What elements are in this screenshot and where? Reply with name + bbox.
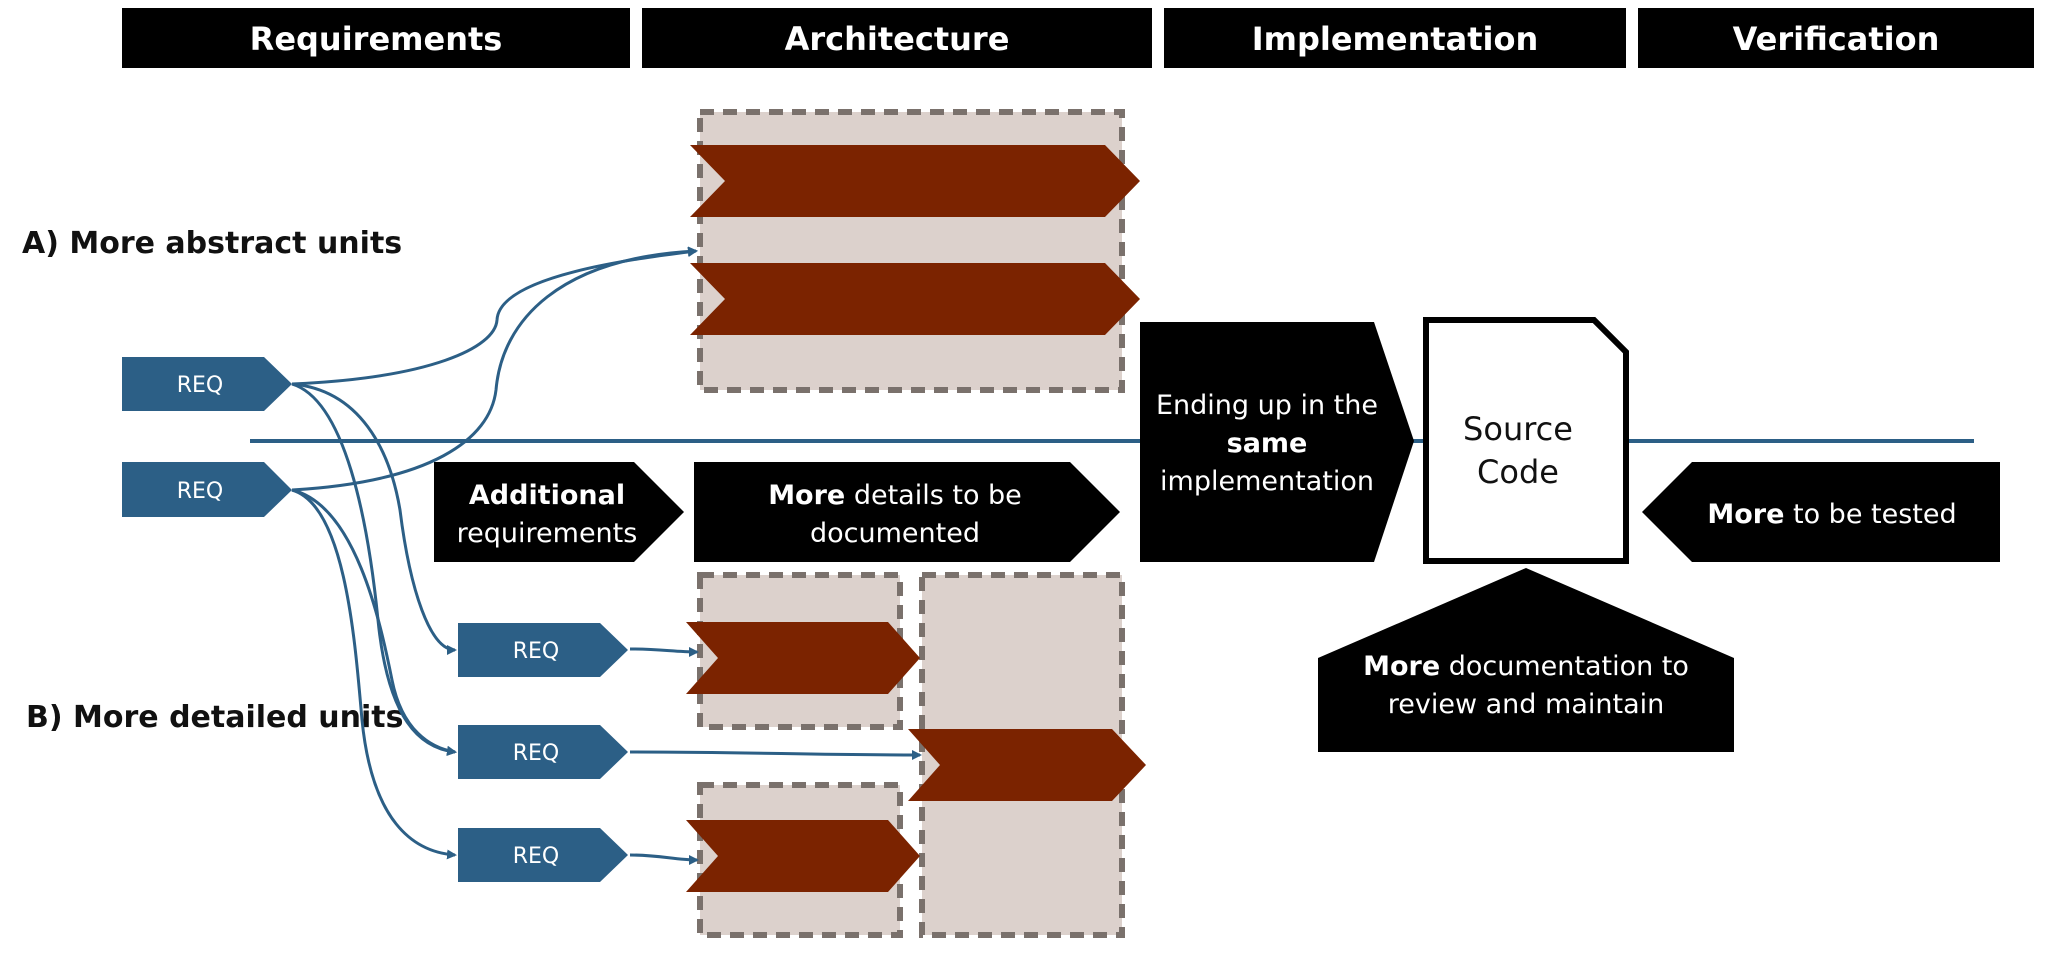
component-chevron-abstract-1 [690,145,1140,217]
req-tag-shape [122,462,292,517]
connector-req2-to-detailed-3 [291,488,457,860]
header-architecture-bar [642,8,1152,68]
callout-more-documentation: More documentation to review and maintai… [1318,568,1734,752]
section-abstract-label: A) More abstract units [22,226,402,261]
connector-detailed-1-to-component [629,646,699,657]
component-chevron-detailed-3 [686,820,920,892]
connector-detailed-2-to-component [629,749,922,760]
callout-more-details: More details to be documented [694,462,1120,562]
connector-req2-to-abstract [291,246,698,492]
req-tag-label: REQ [177,479,224,504]
callout-tested-rest: to be tested [1784,499,1956,530]
connector-req1-to-detailed-1 [291,382,457,655]
header-verification-bar [1638,8,2034,68]
header-verification: Verification [1733,20,1940,58]
component-chevron-detailed-1 [686,622,920,694]
callout-shape [694,462,1120,562]
svg-text:More documentation to: More documentation to [1363,651,1689,682]
req-tag-shape [458,725,628,779]
callout-shape [1140,322,1414,562]
connector-req2-to-detailed-2 [291,488,457,756]
connector-req1-to-abstract [291,247,698,386]
req-tag-abstract-1: REQ [122,357,292,411]
header-row: Requirements Architecture Implementation… [122,8,2034,68]
svg-text:More details to be: More details to be [768,480,1022,511]
connector-group [291,246,922,865]
source-code-line-2: Code [1477,453,1559,491]
callout-doc-rest-2: review and maintain [1388,689,1664,720]
callout-additional-requirements: Additional requirements [434,462,684,562]
header-implementation: Implementation [1252,20,1539,58]
req-tag-abstract-2: REQ [122,462,292,517]
component-chevron-detailed-2 [908,729,1146,801]
header-requirements: Requirements [250,20,503,58]
callout-ending-bold: same [1227,428,1308,459]
callout-ending-1: Ending up in the [1156,390,1378,421]
callout-more-to-be-tested: More to be tested [1642,462,2000,562]
callout-details-rest-2: documented [810,518,980,549]
source-code-document: Source Code [1423,317,1629,564]
req-tag-shape [458,623,628,677]
component-chevron-abstract-2 [690,263,1140,335]
callout-additional-rest: requirements [457,518,638,549]
req-tag-label: REQ [177,373,224,398]
callout-same-implementation: Ending up in the same implementation [1140,322,1414,562]
req-tag-detailed-3: REQ [458,828,628,882]
callout-details-bold: More [768,480,845,511]
req-tag-label: REQ [513,741,560,766]
callout-shape [434,462,684,562]
callout-doc-rest-1: documentation to [1440,651,1689,682]
callout-doc-bold: More [1363,651,1440,682]
header-implementation-bar [1164,8,1626,68]
callout-shape [1642,462,2000,562]
document-shape [1423,317,1629,564]
req-tag-shape [458,828,628,882]
req-tag-shape [122,357,292,411]
svg-text:More to be tested: More to be tested [1707,499,1956,530]
req-tag-detailed-1: REQ [458,623,628,677]
req-tag-label: REQ [513,844,560,869]
callout-shape [1318,568,1734,752]
source-code-line-1: Source [1463,410,1573,448]
req-tag-detailed-2: REQ [458,725,628,779]
callout-tested-bold: More [1707,499,1784,530]
callout-ending-3: implementation [1160,466,1374,497]
callout-additional-bold: Additional [469,480,625,511]
section-detailed-label: B) More detailed units [26,700,404,735]
req-tag-label: REQ [513,639,560,664]
connector-detailed-3-to-component [629,853,699,865]
header-requirements-bar [122,8,630,68]
callout-details-rest-1: details to be [845,480,1022,511]
header-architecture: Architecture [785,20,1010,58]
